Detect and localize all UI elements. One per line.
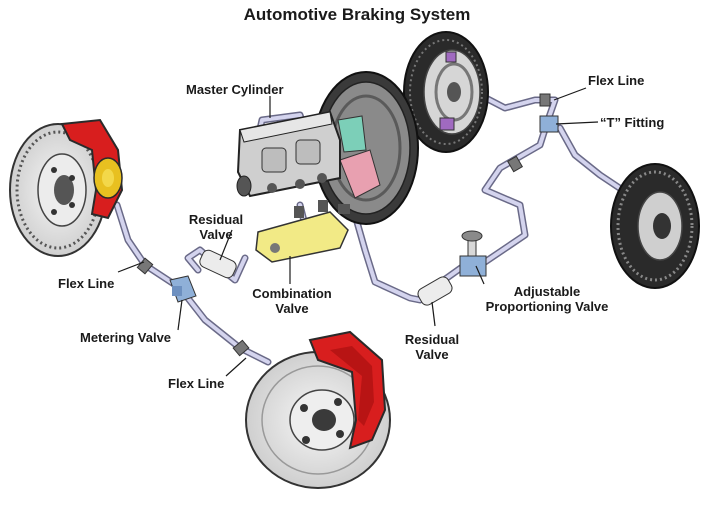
front-residual-valve-part (199, 249, 237, 279)
label-flex-line-front-right: Flex Line (168, 376, 225, 391)
label-t-fitting: “T” Fitting (600, 115, 665, 130)
label-metering-valve: Metering Valve (80, 330, 172, 345)
rear-residual-valve-part (417, 276, 453, 306)
master-cylinder (236, 110, 341, 198)
label-flex-line-front-left: Flex Line (58, 276, 115, 291)
label-adjustable-proportioning-valve: Adjustable Proportioning Valve (485, 284, 609, 314)
label-master-cylinder: Master Cylinder (186, 82, 284, 97)
rear-wheel (610, 163, 700, 289)
label-flex-line-rear: Flex Line (588, 73, 645, 88)
brake-booster (313, 71, 419, 225)
front-right-disc-brake (245, 330, 391, 489)
front-left-disc-brake (9, 118, 124, 257)
adjustable-proportioning-valve-part (459, 230, 487, 277)
label-residual-valve-front: Residual Valve (188, 212, 244, 242)
rear-drum-brake (403, 31, 489, 153)
t-fitting-part (539, 115, 559, 133)
leader-lines (117, 87, 599, 377)
combination-valve-part (255, 200, 350, 263)
hose-fittings (136, 93, 551, 357)
diagram-title: Automotive Braking System (243, 5, 471, 24)
label-residual-valve-rear: Residual Valve (404, 332, 460, 362)
metering-valve-part (169, 275, 197, 303)
label-combination-valve: Combination Valve (252, 286, 332, 316)
